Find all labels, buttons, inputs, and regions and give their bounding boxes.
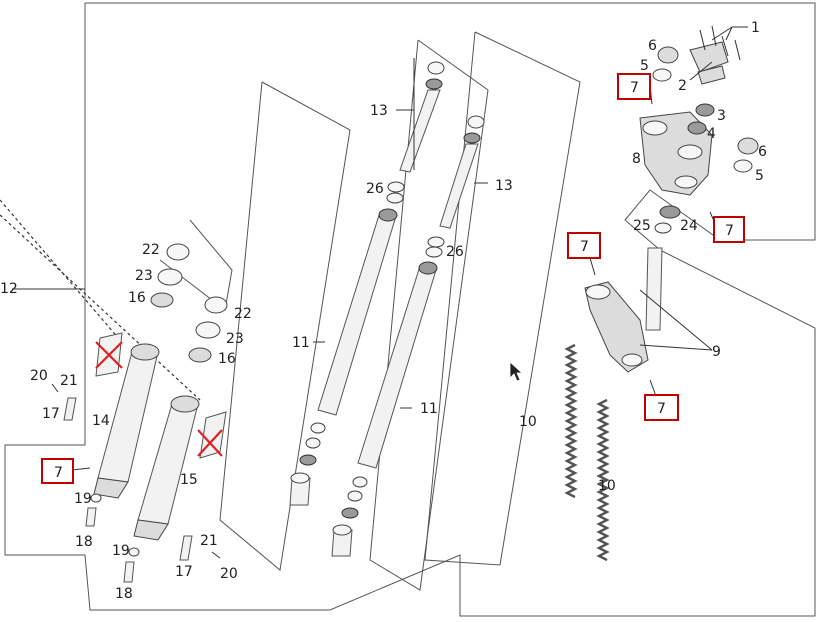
washer-right — [733, 159, 753, 173]
callout-2: 2 — [678, 78, 687, 94]
callout-7-left: 7 — [54, 465, 63, 481]
callout-7-lower: 7 — [657, 401, 666, 417]
callout-14: 14 — [92, 413, 110, 429]
callout-18-lower: 18 — [115, 586, 133, 602]
crossed-part-right — [197, 411, 227, 459]
callout-18-upper: 18 — [75, 534, 93, 550]
callout-21-upper: 21 — [60, 373, 78, 389]
nut-4 — [687, 121, 707, 135]
callout-15: 15 — [180, 472, 198, 488]
spring-left — [564, 343, 578, 499]
handlebar-clamp — [689, 41, 729, 85]
seal-22-right — [204, 296, 228, 314]
callout-21-lower: 21 — [200, 533, 218, 549]
callout-26-left: 26 — [366, 181, 384, 197]
highlight-box-7-upper — [617, 73, 651, 100]
callout-24: 24 — [680, 218, 698, 234]
callout-6-upper: 6 — [648, 38, 657, 54]
callout-23-left: 23 — [135, 268, 153, 284]
callout-11-right: 11 — [420, 401, 438, 417]
leader-lines — [12, 26, 748, 409]
ring-26-left-b — [386, 192, 404, 204]
bearing-24 — [659, 205, 681, 219]
bleed-screw-upper — [51, 383, 77, 421]
inner-tube-left-top — [378, 208, 398, 222]
callout-22-left: 22 — [142, 242, 160, 258]
callout-4: 4 — [707, 126, 716, 142]
bleed-screw-lower — [179, 535, 221, 561]
group-boundary-tubes-left — [219, 81, 351, 571]
callout-7-stem: 7 — [580, 239, 589, 255]
callout-17-upper: 17 — [42, 406, 60, 422]
callout-5-upper: 5 — [640, 58, 649, 74]
bushings-right — [331, 476, 368, 557]
callout-23-right: 23 — [226, 331, 244, 347]
ring-16-right — [188, 347, 212, 363]
nut-3 — [695, 103, 715, 117]
mouse-cursor-icon — [509, 361, 524, 382]
callout-25: 25 — [633, 218, 651, 234]
bolt-7-stem — [589, 257, 596, 276]
callout-7-upper: 7 — [630, 80, 639, 96]
ring-16-left — [150, 292, 174, 308]
ring-25 — [654, 222, 672, 234]
callout-20-upper: 20 — [30, 368, 48, 384]
fork-leg-15 — [133, 395, 200, 541]
damper-rod-right — [439, 115, 485, 229]
callout-9: 9 — [712, 344, 721, 360]
seal-22-left — [166, 243, 190, 261]
callout-13-right: 13 — [495, 178, 513, 194]
guide-line-upper — [0, 199, 121, 341]
group-boundary-tubes-right — [424, 31, 581, 566]
callout-19-lower: 19 — [112, 543, 130, 559]
ring-23-left — [157, 268, 183, 286]
callout-5-right: 5 — [755, 168, 764, 184]
group-boundary-seals — [159, 219, 233, 311]
cap-right — [737, 137, 759, 155]
clamp-bolts — [699, 25, 741, 61]
callout-6-right: 6 — [758, 144, 767, 160]
axle-bolt-18-upper — [85, 493, 102, 527]
axle-bolt-18-lower — [123, 547, 140, 583]
lower-triple-clamp — [584, 247, 663, 373]
highlight-box-7-right — [713, 216, 745, 243]
callout-10-left: 10 — [519, 414, 537, 430]
callout-12: 12 — [0, 281, 18, 297]
callout-26-right: 26 — [446, 244, 464, 260]
callout-7-right: 7 — [725, 223, 734, 239]
crossed-part-left — [95, 332, 123, 377]
callout-13-left: 13 — [370, 103, 388, 119]
bolt-7-left — [71, 467, 91, 471]
ring-26-right-b — [425, 246, 443, 258]
spring-right — [596, 398, 610, 562]
damper-rod-left — [399, 61, 445, 173]
washer-left — [652, 68, 672, 82]
callout-11-left: 11 — [292, 335, 310, 351]
callout-3: 3 — [717, 108, 726, 124]
callout-1: 1 — [751, 20, 760, 36]
callout-17-lower: 17 — [175, 564, 193, 580]
highlight-box-7-stem — [567, 232, 601, 259]
callout-10-right: 10 — [598, 478, 616, 494]
bushings-left — [289, 422, 326, 506]
cap-left — [657, 46, 679, 64]
ring-26-left-a — [387, 181, 405, 193]
callout-8: 8 — [632, 151, 641, 167]
highlight-box-7-lower — [644, 394, 679, 421]
callout-16-right: 16 — [218, 351, 236, 367]
ring-26-right-a — [427, 236, 445, 248]
callout-22-right: 22 — [234, 306, 252, 322]
callout-16-left: 16 — [128, 290, 146, 306]
highlight-box-7-left — [41, 458, 74, 484]
ring-23-right — [195, 321, 221, 339]
inner-tube-right-top — [418, 261, 438, 275]
callout-19-upper: 19 — [74, 491, 92, 507]
fork-leg-14 — [93, 343, 160, 499]
callout-20-lower: 20 — [220, 566, 238, 582]
bolt-7-lower — [649, 379, 657, 397]
